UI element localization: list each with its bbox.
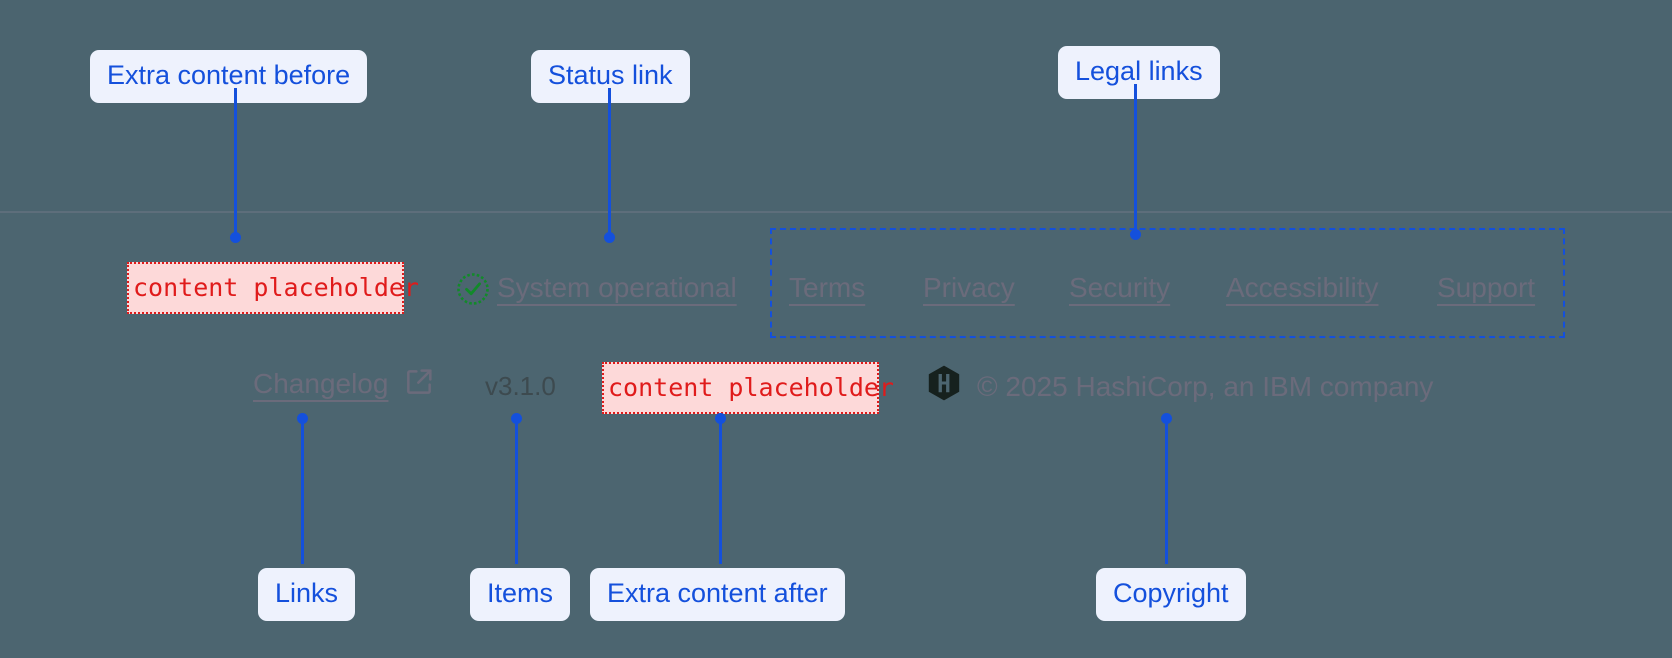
connector-extra-content-before [234,88,237,238]
connector-extra-content-after [719,418,722,564]
connector-links [301,418,304,564]
version-label: v3.1.0 [485,371,556,401]
changelog-link[interactable]: Changelog [253,368,389,399]
annotation-extra-content-after: Extra content after [590,568,845,621]
annotation-items: Items [470,568,571,621]
external-link-icon[interactable] [403,366,435,403]
connector-dot-legal-links [1130,229,1141,240]
placeholder-extra-content-after: content placeholder [602,362,894,414]
page-background-top [0,0,1672,212]
legal-links-group-highlight [770,228,1565,338]
annotation-legal-links: Legal links [1058,46,1220,99]
copyright-text: © 2025 HashiCorp, an IBM company [977,371,1434,402]
annotation-copyright: Copyright [1096,568,1246,621]
legal-link-support[interactable]: Support [1437,272,1536,303]
legal-link-accessibility[interactable]: Accessibility [1226,272,1379,303]
hashicorp-logo [927,365,961,406]
status-link[interactable]: System operational [497,272,737,303]
footer-top-divider [0,211,1672,213]
connector-legal-links [1134,84,1137,234]
connector-dot-status-link [604,232,615,243]
legal-link-privacy[interactable]: Privacy [923,272,1015,303]
connector-dot-extra-content-before [230,232,241,243]
placeholder-extra-content-before: content placeholder [127,262,419,314]
legal-link-terms[interactable]: Terms [789,272,866,303]
legal-link-security[interactable]: Security [1069,272,1171,303]
annotation-links: Links [258,568,356,621]
connector-items [515,418,518,564]
connector-copyright [1165,418,1168,564]
annotation-extra-content-before: Extra content before [90,50,368,103]
connector-status-link [608,88,611,238]
annotation-status-link: Status link [531,50,690,103]
check-circle-icon [456,272,490,311]
